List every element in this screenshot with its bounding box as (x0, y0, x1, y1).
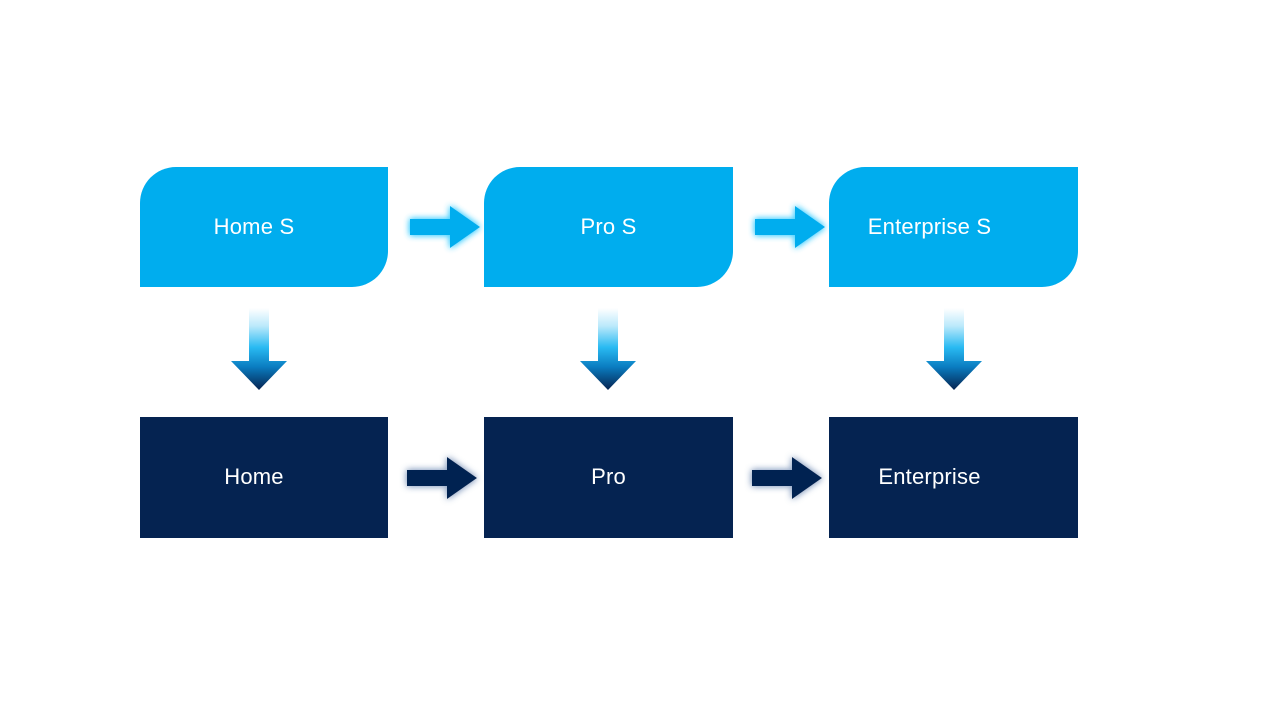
node-pro-s-label: Pro S (580, 213, 637, 239)
connector-home-to-pro (404, 454, 480, 502)
node-home-s[interactable]: Home S (140, 167, 388, 287)
node-pro-s[interactable]: Pro S (484, 167, 733, 287)
arrow-down-icon (926, 308, 982, 390)
connector-pro-s-to-enterprise-s (752, 203, 828, 251)
arrow-down-icon (231, 308, 287, 390)
node-enterprise-s[interactable]: Enterprise S (829, 167, 1078, 287)
node-enterprise[interactable]: Enterprise (829, 417, 1078, 538)
node-home-s-label: Home S (213, 213, 295, 239)
arrow-right-icon (755, 206, 825, 248)
node-home[interactable]: Home (140, 417, 388, 538)
connector-pro-to-enterprise (749, 454, 825, 502)
node-pro[interactable]: Pro (484, 417, 733, 538)
node-pro-label: Pro (591, 464, 626, 490)
node-home-label: Home (224, 464, 284, 490)
node-enterprise-s-label: Enterprise S (867, 213, 992, 239)
connector-home-s-to-pro-s (407, 203, 483, 251)
connector-enterprise-s-to-enterprise (923, 306, 985, 392)
arrow-right-icon (410, 206, 480, 248)
connector-pro-s-to-pro (577, 306, 639, 392)
arrow-right-icon (407, 457, 477, 499)
arrow-down-icon (580, 308, 636, 390)
connector-home-s-to-home (228, 306, 290, 392)
node-enterprise-label: Enterprise (878, 464, 981, 490)
arrow-right-icon (752, 457, 822, 499)
